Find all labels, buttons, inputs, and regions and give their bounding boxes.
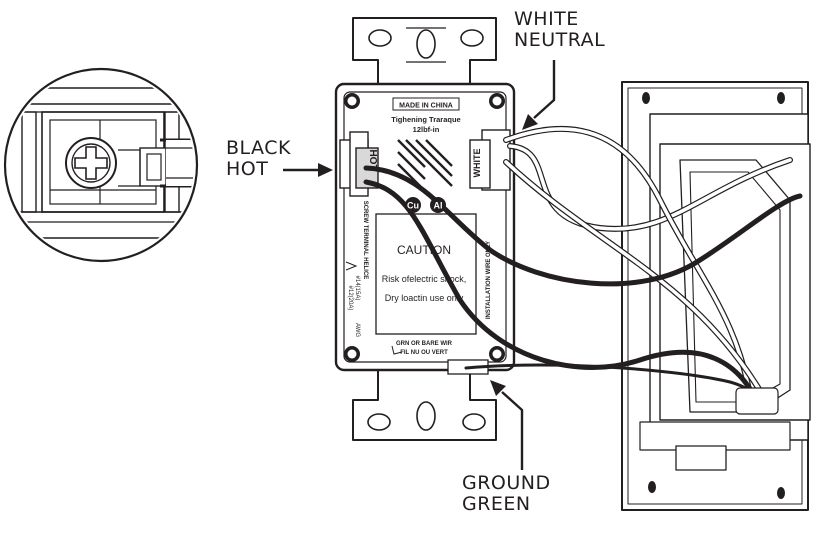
corner-screw-icon <box>344 93 505 362</box>
hot-terminal-label: HOT <box>367 149 378 170</box>
ground-green-label-line1: GROUND <box>462 472 551 494</box>
hot-terminal <box>339 131 379 197</box>
white-neutral-label: WHITE NEUTRAL <box>514 9 605 51</box>
white-neutral-label-line1: WHITE <box>514 8 579 30</box>
terminal-zoom-inset <box>3 67 199 263</box>
side-label-awg-14: #14(15A) <box>354 276 360 301</box>
side-label-awg: AWG <box>354 323 360 337</box>
ground-green-label-line2: GREEN <box>462 493 531 515</box>
white-terminal-label: WHITE <box>472 149 482 178</box>
hatched-area <box>397 139 453 192</box>
svg-text:Al: Al <box>434 201 443 211</box>
cu-badge: Cu <box>405 197 421 213</box>
torque-label-line1: Tighening Traraque <box>391 115 460 124</box>
side-label-screw-terminal: SCREW TERMINAL HELICE <box>362 201 368 280</box>
side-label-awg-12: #12(20A) <box>347 286 353 311</box>
ground-label-line1: GRN OR BARE WIR <box>396 341 453 347</box>
made-in-label: MADE IN CHINA <box>399 103 453 110</box>
old-work-box <box>621 81 811 511</box>
svg-text:Cu: Cu <box>407 201 419 211</box>
wire-bundle-end <box>735 387 779 415</box>
ground-green-arrow <box>490 380 524 470</box>
caution-line1: Risk ofelectric shock, <box>382 274 467 284</box>
ground-green-label: GROUND GREEN <box>462 473 551 515</box>
receptacle-body <box>334 82 516 375</box>
black-hot-arrow <box>283 163 333 177</box>
black-hot-wire <box>363 165 803 411</box>
black-hot-label: BLACK HOT <box>226 138 291 180</box>
white-neutral-wire <box>503 125 793 411</box>
white-neutral-label-line2: NEUTRAL <box>514 29 606 51</box>
caution-title: CAUTION <box>397 243 451 257</box>
ground-label-line2: FIL NU OU VERT <box>400 350 448 356</box>
al-badge: Al <box>430 197 446 213</box>
screw-head-icon <box>65 137 117 189</box>
side-label-installation: INSTALLATION WIRE ONLY <box>486 241 492 319</box>
torque-label-line2: 12lbf-in <box>413 125 440 134</box>
white-neutral-arrow <box>522 60 556 130</box>
receptacle-yoke <box>352 17 497 441</box>
caution-line2: Dry loactin use only <box>385 293 464 303</box>
black-hot-label-line1: BLACK <box>226 137 291 159</box>
black-hot-label-line2: HOT <box>226 158 269 180</box>
